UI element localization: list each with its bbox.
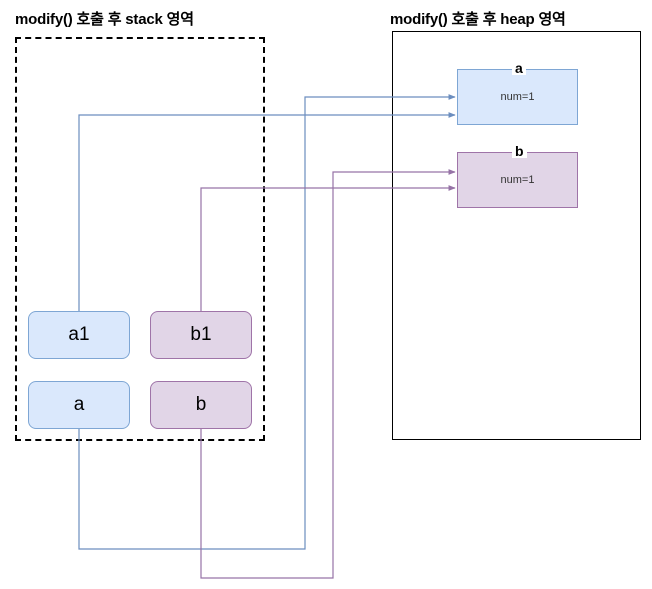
stack-variable-a[interactable]: a bbox=[28, 381, 130, 429]
heap-object-a[interactable]: num=1 bbox=[457, 69, 578, 125]
stack-region-title: modify() 호출 후 stack 영역 bbox=[15, 11, 194, 28]
stack-variable-b1-label: b1 bbox=[190, 324, 212, 345]
heap-object-b-field: num=1 bbox=[500, 174, 535, 186]
heap-object-a-field: num=1 bbox=[500, 91, 535, 103]
stack-variable-a-label: a bbox=[73, 394, 85, 415]
stack-variable-a1-label: a1 bbox=[68, 324, 90, 345]
stack-variable-b1[interactable]: b1 bbox=[150, 311, 252, 359]
heap-object-b-label: b bbox=[512, 144, 527, 158]
stack-variable-b[interactable]: b bbox=[150, 381, 252, 429]
heap-object-a-label: a bbox=[512, 61, 526, 75]
heap-region-title: modify() 호출 후 heap 영역 bbox=[390, 11, 566, 28]
heap-object-b[interactable]: num=1 bbox=[457, 152, 578, 208]
stack-variable-a1[interactable]: a1 bbox=[28, 311, 130, 359]
stack-variable-b-label: b bbox=[195, 394, 207, 415]
